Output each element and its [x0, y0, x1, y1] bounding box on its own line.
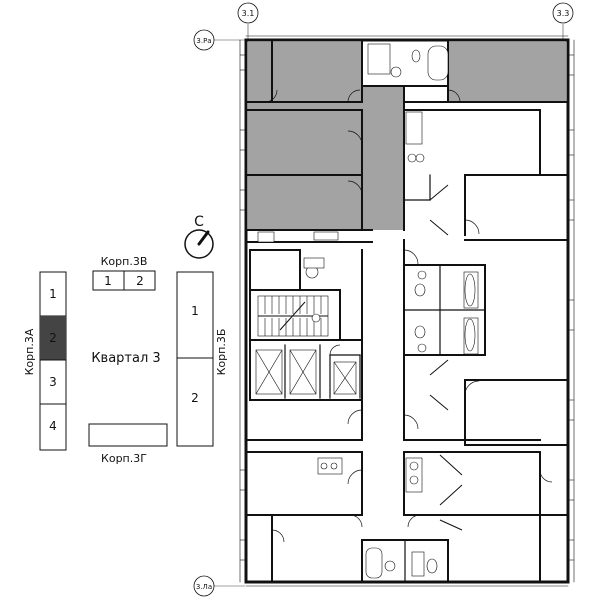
apartment-gray-left	[248, 42, 362, 230]
korp-3a-section-2: 2	[49, 331, 57, 345]
korp-3v-label: Корп.3В	[101, 255, 148, 268]
korp-3b-section-2: 2	[191, 391, 199, 405]
axis-label: 3.Ра	[196, 37, 211, 45]
korp-3a-section-highlighted	[40, 316, 66, 360]
compass: С	[184, 214, 214, 259]
site-key-plan: 1 2 3 4 Корп.3А Корп.3В 1 2 Квартал 3 1 …	[23, 255, 228, 465]
compass-north-label: С	[194, 214, 204, 230]
korp-3a-label: Корп.3А	[23, 328, 36, 375]
korp-3v: Корп.3В 1 2	[92, 255, 156, 291]
korp-3a: 1 2 3 4 Корп.3А	[23, 271, 67, 451]
elevators	[255, 349, 357, 395]
apartment-gray-corridor	[362, 86, 404, 230]
grid-axes	[214, 24, 564, 587]
corridor-diagonals	[429, 184, 463, 531]
korp-3a-section-4: 4	[49, 419, 57, 433]
axis-label: 3.3	[557, 9, 570, 18]
korp-3a-section-3: 3	[49, 375, 57, 389]
window-marks	[240, 54, 574, 561]
axis-label: 3.Ла	[196, 583, 212, 591]
apartment-gray-right	[448, 42, 566, 102]
compass-needle-icon	[197, 230, 210, 246]
korp-3g-label: Корп.3Г	[101, 452, 147, 465]
korp-3b: 1 2 Корп.3Б	[176, 271, 228, 447]
korp-3b-section-1: 1	[191, 304, 199, 318]
highlighted-apartment	[248, 42, 566, 230]
korp-3b-label: Корп.3Б	[215, 329, 228, 376]
door-swings	[264, 89, 553, 543]
korp-3v-section-1: 1	[104, 274, 112, 288]
axis-bubble-top-left: 3.1	[237, 2, 259, 24]
walls	[239, 35, 575, 587]
fixtures	[257, 43, 479, 579]
quarter-label: Квартал 3	[91, 351, 160, 366]
korp-3g: Корп.3Г	[88, 423, 168, 465]
axis-bubble-row-top: 3.Ра	[193, 29, 215, 51]
korp-3v-section-2: 2	[136, 274, 144, 288]
axis-label: 3.1	[242, 9, 255, 18]
axis-bubble-row-bottom: 3.Ла	[193, 575, 215, 597]
korp-3a-section-1: 1	[49, 287, 57, 301]
axis-bubble-top-right: 3.3	[552, 2, 574, 24]
